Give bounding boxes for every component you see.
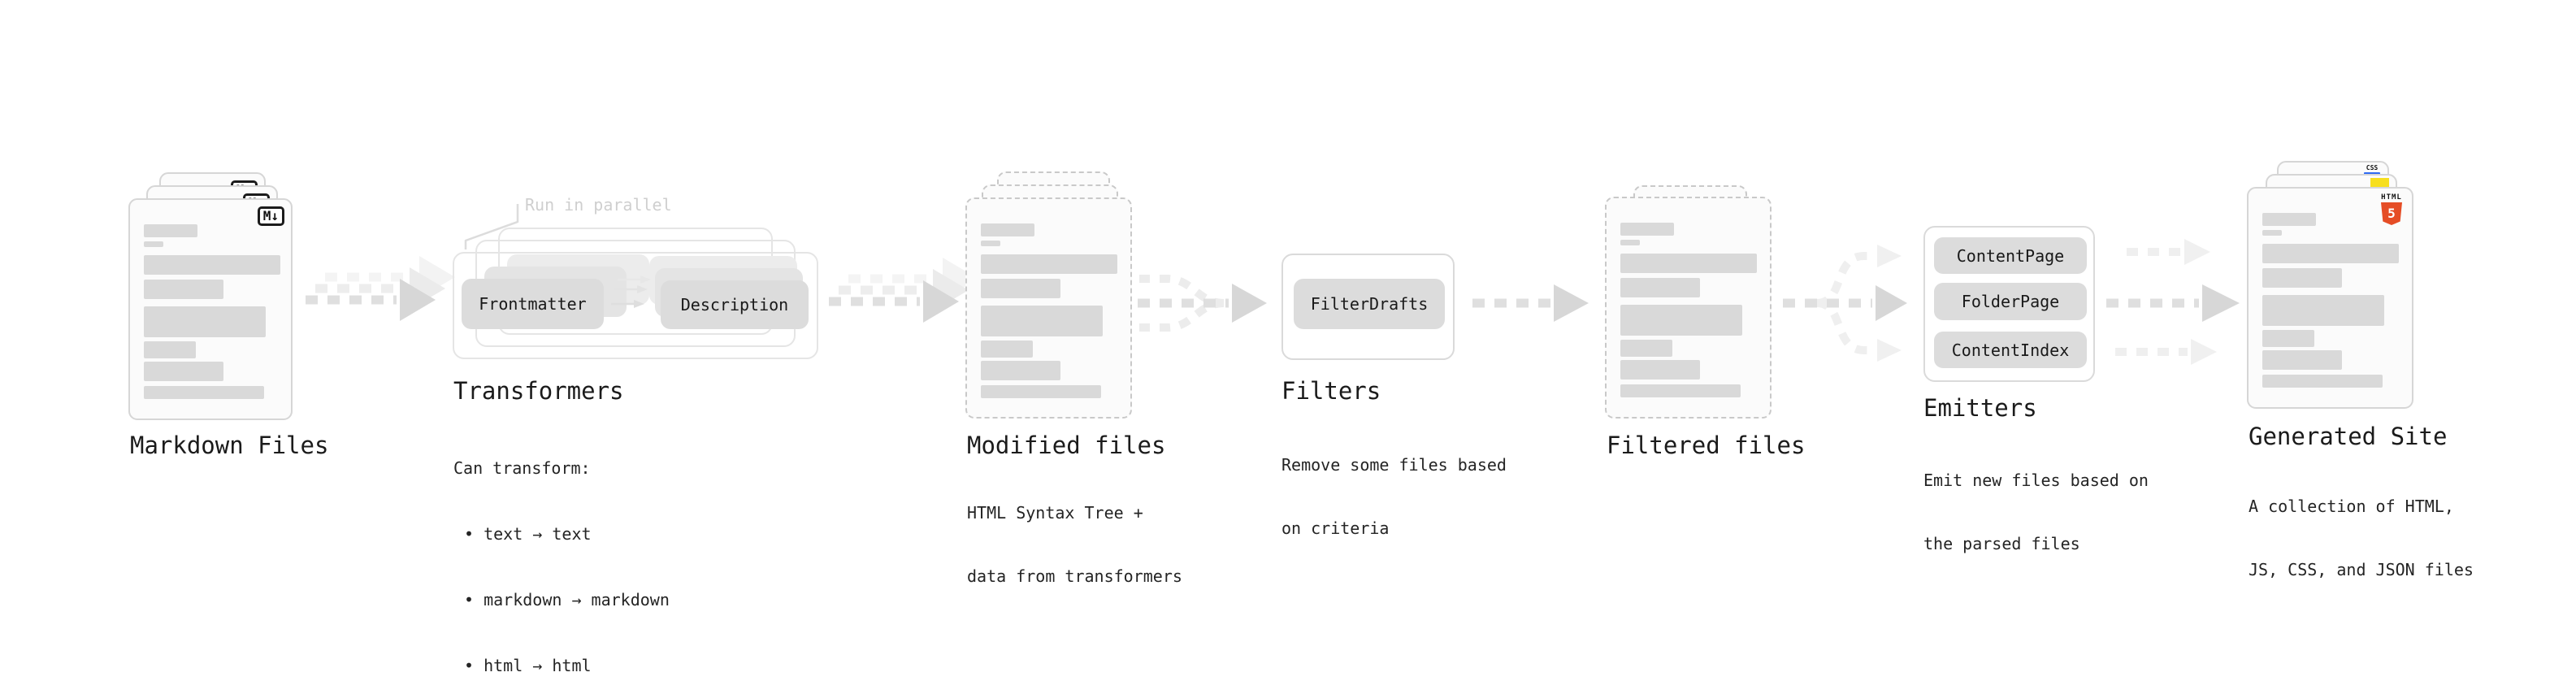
frontmatter-box: Frontmatter bbox=[462, 279, 604, 329]
flow-arrow-stacked bbox=[829, 258, 978, 323]
site-file-card-html: HTML 5 bbox=[2247, 187, 2413, 409]
markdown-icon: M↓ bbox=[257, 206, 284, 227]
description-box: Description bbox=[661, 280, 809, 329]
contentpage-box: ContentPage bbox=[1934, 237, 2087, 274]
contentindex-box: ContentIndex bbox=[1934, 332, 2087, 368]
markdown-file-card-front: M↓ bbox=[128, 198, 293, 420]
diverge-arrow bbox=[1783, 245, 1907, 362]
transformers-label: Transformers bbox=[453, 377, 624, 405]
transformer-container-front bbox=[453, 252, 818, 359]
markdown-files-label: Markdown Files bbox=[130, 432, 329, 459]
annotation-leader-line bbox=[464, 204, 519, 249]
generated-site-label: Generated Site bbox=[2249, 423, 2448, 450]
filters-label: Filters bbox=[1281, 377, 1381, 405]
html5-icon: HTML 5 bbox=[2379, 193, 2404, 225]
modified-files-description: HTML Syntax Tree + data from transformer… bbox=[967, 503, 1182, 586]
run-in-parallel-annotation: Run in parallel bbox=[525, 195, 672, 215]
generated-site-description: A collection of HTML, JS, CSS, and JSON … bbox=[2249, 497, 2474, 579]
transformers-description: Can transform: • text → text • markdown … bbox=[453, 458, 670, 675]
filtered-file-card-front bbox=[1605, 197, 1772, 419]
flow-arrow bbox=[1472, 284, 1589, 322]
filterdrafts-box: FilterDrafts bbox=[1294, 279, 1445, 329]
flow-arrow-stacked bbox=[306, 256, 455, 321]
modified-files-label: Modified files bbox=[967, 432, 1166, 459]
converge-arrow bbox=[1138, 275, 1267, 332]
filters-description: Remove some files based on criteria bbox=[1281, 455, 1507, 538]
css3-icon: CSS bbox=[2364, 165, 2380, 175]
emitters-description: Emit new files based on the parsed files bbox=[1923, 471, 2149, 553]
folderpage-box: FolderPage bbox=[1934, 283, 2087, 320]
transform-arrows bbox=[611, 275, 651, 308]
modified-file-card-front bbox=[965, 197, 1132, 419]
parallel-arrows bbox=[2106, 239, 2240, 365]
filtered-files-label: Filtered files bbox=[1607, 432, 1806, 459]
emitters-label: Emitters bbox=[1923, 394, 2037, 422]
